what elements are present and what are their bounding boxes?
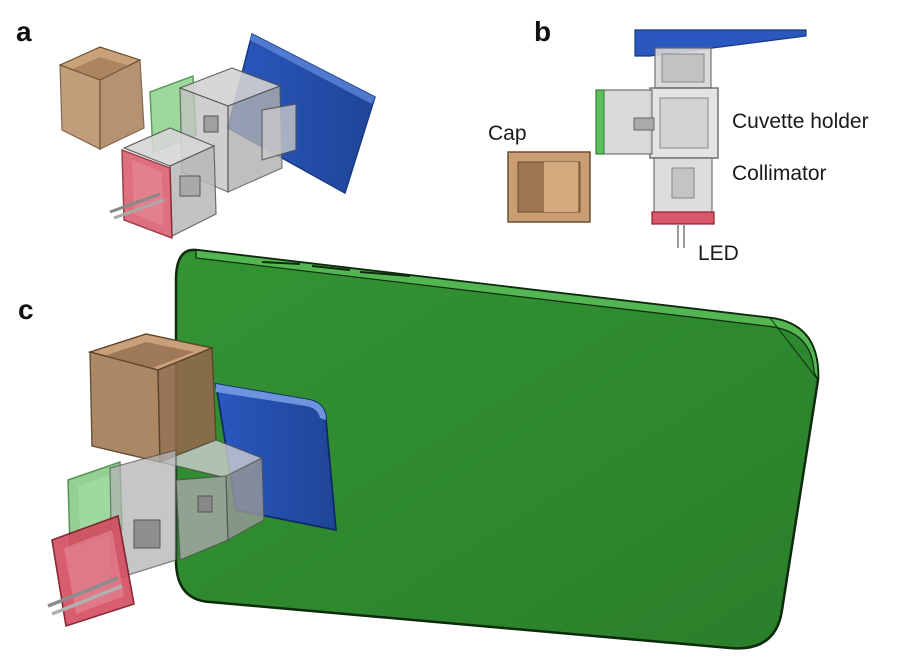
phone-side-button xyxy=(261,261,301,265)
cuvette-holder-c xyxy=(158,439,265,561)
label-cap: Cap xyxy=(488,122,527,145)
led-plate-b xyxy=(651,211,715,225)
panel-letter-a: a xyxy=(16,16,32,47)
cap-part-b xyxy=(507,151,591,223)
collimator-c xyxy=(109,449,177,581)
label-cuvette-holder: Cuvette holder xyxy=(732,110,869,133)
cap-part-a xyxy=(58,46,145,150)
panel-a-exploded-view xyxy=(58,32,376,240)
panel-letter-b: b xyxy=(534,16,552,47)
cap-part-c xyxy=(87,333,217,464)
led-pin-c xyxy=(47,576,119,608)
cuvette-holder-a xyxy=(178,67,297,193)
panel-letter-c: c xyxy=(18,294,34,325)
panel-c-assembled xyxy=(47,248,820,650)
led-pin-a xyxy=(109,192,161,214)
panel-b-top-view xyxy=(507,29,807,248)
collimator-b xyxy=(653,157,713,215)
collimator-a xyxy=(122,127,217,237)
label-led: LED xyxy=(698,242,739,265)
label-collimator: Collimator xyxy=(732,162,827,185)
